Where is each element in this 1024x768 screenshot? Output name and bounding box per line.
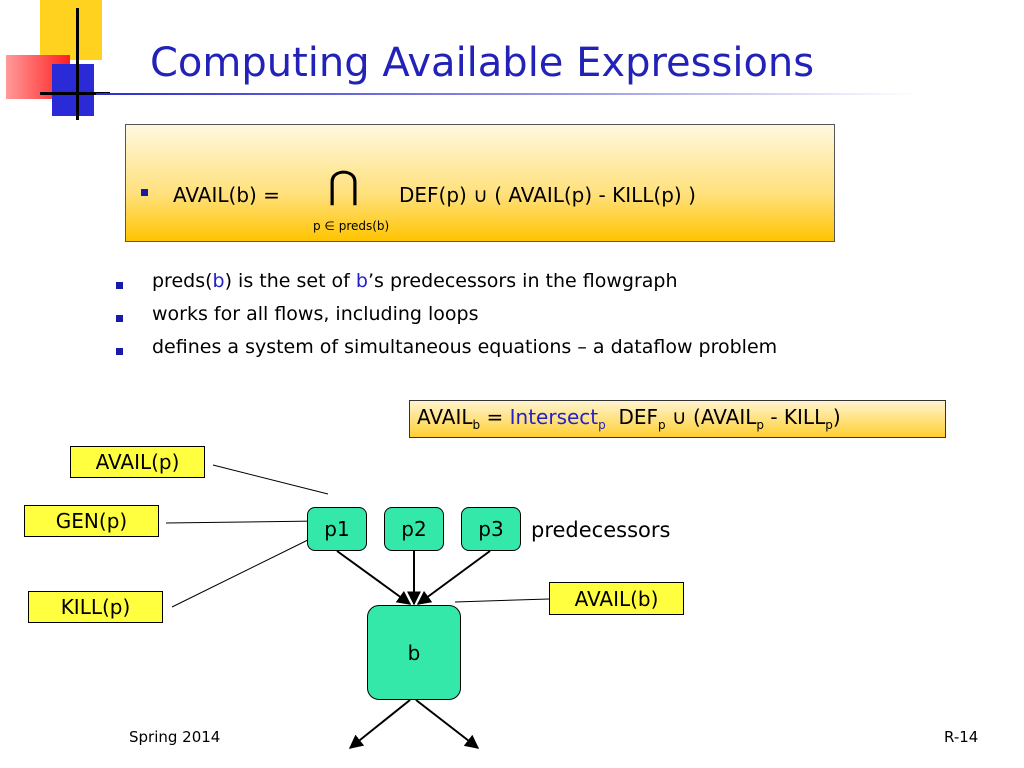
- formula-subscript: p ∈ preds(b): [313, 219, 390, 233]
- equation-box: [409, 400, 946, 438]
- title-underline: [96, 93, 916, 95]
- bullet-var-b: b: [212, 270, 225, 292]
- slide-title: Computing Available Expressions: [150, 40, 815, 86]
- decor-horizontal-line: [40, 92, 110, 95]
- bullet-preds: preds(b) is the set of b’s predecessors …: [152, 270, 678, 292]
- node-p1: p1: [307, 507, 367, 551]
- formula-bullet: [141, 189, 148, 196]
- formula-rhs: DEF(p) ∪ ( AVAIL(p) - KILL(p) ): [399, 183, 696, 207]
- callout-line-gen-p: [165, 520, 321, 524]
- bullet-var-b: b: [355, 270, 368, 292]
- label-avail-p: AVAIL(p): [70, 446, 205, 478]
- callout-line-avail-p: [212, 464, 329, 495]
- formula-lhs: AVAIL(b) =: [173, 183, 280, 207]
- decor-blue-square: [52, 64, 94, 116]
- footer-date: Spring 2014: [129, 728, 221, 746]
- intersect-word: Intersect: [509, 405, 599, 429]
- bullet-text: ’s predecessors in the flowgraph: [367, 270, 678, 292]
- edge-b-out-right: [415, 699, 480, 749]
- bullet-marker: [116, 348, 123, 355]
- bullet-loops: works for all flows, including loops: [152, 303, 479, 325]
- bullet-text: preds(: [152, 270, 213, 292]
- callout-line-avail-b: [454, 598, 550, 603]
- slide-number: R-14: [944, 728, 979, 746]
- intersection-operator: ⋂: [328, 163, 360, 207]
- node-p3: p3: [461, 507, 521, 551]
- decor-yellow-square: [40, 0, 102, 60]
- callout-line-kill-p: [171, 534, 319, 608]
- bullet-marker: [116, 315, 123, 322]
- bullet-text: ) is the set of: [224, 270, 356, 292]
- label-kill-p: KILL(p): [28, 591, 163, 623]
- formula-box: [125, 124, 835, 242]
- node-b: b: [367, 605, 461, 700]
- label-gen-p: GEN(p): [24, 505, 159, 537]
- node-p2: p2: [384, 507, 444, 551]
- bullet-marker: [116, 282, 123, 289]
- predecessors-label: predecessors: [531, 518, 671, 542]
- edge-p1-b: [336, 550, 412, 605]
- equation-text: AVAILb = Intersectp DEFp ∪ (AVAILp - KIL…: [417, 405, 841, 432]
- bullet-equations: defines a system of simultaneous equatio…: [152, 336, 778, 358]
- decor-vertical-line: [76, 8, 79, 120]
- edge-b-out-left: [348, 699, 411, 749]
- edge-p3-b: [416, 550, 491, 605]
- label-avail-b: AVAIL(b): [549, 582, 684, 615]
